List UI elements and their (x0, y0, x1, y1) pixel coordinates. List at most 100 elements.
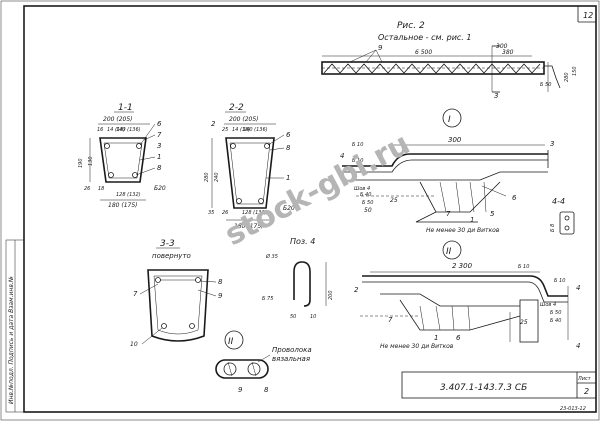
sheet-no: 2 (584, 387, 589, 396)
detail1-dim-b40: Б 40 (360, 192, 371, 198)
fig2-callout-9: 9 (378, 44, 383, 52)
fig2-cut-3: 3 (494, 92, 498, 100)
s22-callout-8: 8 (286, 144, 291, 152)
section-1-1: 1-1 200 (205) 16 14 (18) 140 (136) 190 1… (78, 103, 166, 209)
detail1-dim-b10a: Б 10 (352, 142, 363, 148)
s22-title: 2-2 (229, 103, 244, 113)
s11-callout-3: 3 (157, 142, 161, 150)
fig2-dim-380: 380 (502, 49, 514, 56)
detail2-dim-b10b: Б 10 (554, 278, 565, 284)
detail-2: II 2 300 Б 10 Б 10 25 Б 50 Б 40 2 4 7 1 … (354, 240, 580, 350)
detail2-marker: II (446, 247, 452, 257)
s22-callout-b20: Б20 (283, 205, 295, 212)
s11-dim-190: 190 (78, 158, 84, 168)
s11-callout-6: 6 (157, 120, 162, 128)
s11-callout-8: 8 (157, 164, 162, 172)
detail1-label-wire: Шов 4 (354, 186, 370, 192)
detail1-callout-4: 4 (340, 152, 344, 160)
s11-callout-1: 1 (157, 153, 161, 161)
s11-dim-130: 130 (88, 156, 94, 166)
detail2-dim-b10a: Б 10 (518, 264, 529, 270)
pos-4-hook: Поз. 4 Ø 35 Б 75 50 10 200 (262, 237, 334, 320)
pos4-dim-50: 50 (290, 314, 296, 320)
detail2-callout-7: 7 (388, 316, 393, 324)
detail1-dim-300: 300 (448, 136, 462, 144)
fig2-dim-280: 280 (564, 72, 570, 82)
fig2-dim-150: 150 (572, 66, 578, 76)
detail1-marker: I (448, 115, 451, 125)
fig2-dim-300: 300 (496, 43, 508, 50)
detailIII-callout-8: 8 (264, 386, 269, 394)
detail2-callout-1: 1 (434, 334, 438, 342)
fig2-subtitle: Остальное - см. рис. 1 (378, 33, 471, 42)
s33-callout-10: 10 (130, 341, 138, 348)
detail1-dim-25: 25 (390, 197, 398, 204)
detail2-dim-25: 25 (520, 319, 528, 326)
sheet-number: 12 (583, 11, 593, 20)
s11-callout-b20: Б20 (154, 185, 166, 192)
s44-title: 4-4 (552, 197, 565, 206)
detail2-dim-2300: 2 300 (452, 262, 473, 270)
s11-dim-width: 200 (205) (103, 116, 133, 123)
detail1-dim-50: 50 (364, 207, 372, 214)
s22-dim-140: 140 (136) (243, 127, 268, 133)
detail1-callout-3: 3 (550, 140, 554, 148)
fig2-title: Рис. 2 (397, 21, 425, 31)
drawing-designation: 3.407.1-143.7.3 СБ (440, 383, 527, 393)
detail1-dim-b50: Б 50 (362, 200, 373, 206)
detail1-note: Не менее 30 ди Витков (426, 227, 500, 234)
s44-dim-8a: Б 8 (550, 224, 556, 232)
s22-dim-14: 14 (18) (232, 127, 250, 133)
detail1-callout-5: 5 (490, 210, 495, 218)
s22-callout-2: 2 (211, 120, 216, 128)
s33-callout-8: 8 (218, 278, 223, 286)
s22-dim-25: 25 (222, 127, 228, 133)
s11-dim-26: 26 (84, 186, 90, 192)
s33-callout-7: 7 (133, 290, 138, 298)
pos4-dim-35: Ø 35 (265, 253, 278, 260)
detail2-cut-4: 4 (576, 342, 580, 350)
s22-callout-6: 6 (286, 131, 291, 139)
detail1-dim-b10b: Б 10 (352, 158, 363, 164)
s22-dim-180: 180 (175) (234, 223, 264, 230)
fig2-dim-6500: 6 500 (415, 49, 432, 56)
detailIII-note-2: вязальная (272, 355, 310, 363)
pos4-title: Поз. 4 (290, 237, 315, 246)
detail-1: I 300 Б 10 Б 10 50 25 Б 40 Б 50 3 4 6 5 … (340, 108, 554, 234)
s22-dim-35: 35 (208, 210, 214, 216)
s11-callout-7: 7 (157, 131, 162, 139)
detail1-callout-6: 6 (512, 194, 517, 202)
detailIII-marker: II (228, 337, 234, 347)
s22-dim-240: 240 (214, 172, 220, 182)
watermark-text: stock-gbi.ru (219, 126, 415, 253)
s33-subtitle: повернуто (152, 252, 191, 260)
s22-dim-280: 280 (204, 172, 210, 182)
s22-dim-26: 26 (222, 210, 228, 216)
s11-dim-16: 16 (97, 127, 103, 133)
s11-dim-140: 140 (136) (116, 127, 141, 133)
fig2-dim-50: Б 50 (540, 82, 551, 88)
s11-dim-180: 180 (175) (108, 202, 138, 209)
title-block: 3.407.1-143.7.3 СБ Лист 2 23-013-12 (401, 371, 597, 412)
detail2-label-wire: Шов 4 (540, 302, 556, 308)
side-stamp: Инв.№подл. Подпись и дата Взам.инв.№ (5, 239, 25, 413)
sheet-label: Лист (577, 376, 592, 382)
section-3-3: 3-3 повернуто 7 8 9 10 (130, 239, 223, 348)
detail2-dim-b50: Б 50 (550, 310, 561, 316)
section-2-2: 2-2 200 (205) 25 14 (18) 140 (136) 280 2… (204, 103, 295, 230)
pos4-dim-200: 200 (328, 290, 334, 300)
s11-dim-18: 18 (98, 186, 104, 192)
detailIII-note-1: Проволока (272, 346, 312, 354)
pos4-dim-10: 10 (310, 314, 316, 320)
detail2-callout-6: 6 (456, 334, 461, 342)
detail2-dim-b40: Б 40 (550, 318, 561, 324)
s11-title: 1-1 (118, 103, 133, 113)
section-4-4: 4-4 Б 8 (550, 197, 575, 235)
s22-dim-width: 200 (205) (229, 116, 259, 123)
s33-callout-9: 9 (218, 292, 223, 300)
detail2-callout-2: 2 (354, 286, 359, 294)
s11-dim-14: 14 (18) (107, 127, 125, 133)
detail-binding-wire: II Проволока вязальная 9 8 (215, 330, 312, 394)
